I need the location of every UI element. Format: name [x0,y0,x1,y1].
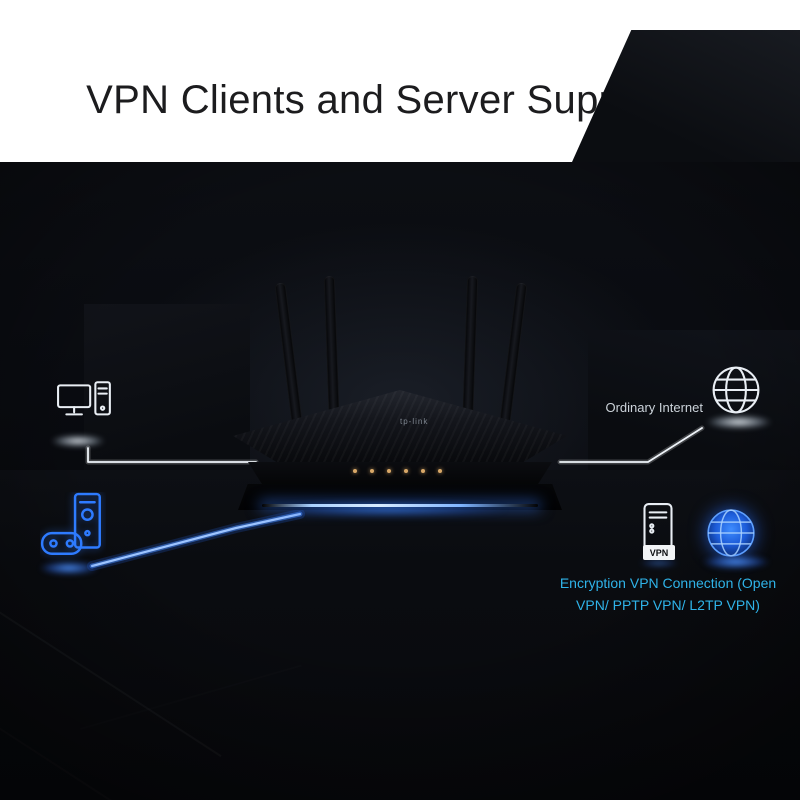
router-front-panel [248,462,552,486]
router-glow-line [262,504,538,507]
router-led [438,469,442,473]
router-led [421,469,425,473]
glow-ellipse [700,414,778,430]
glow-ellipse [696,554,776,570]
router-brand-logo: tp-link [400,417,429,426]
encryption-caption-line1: Encryption VPN Connection (Open [559,575,777,591]
globe-icon [712,366,760,414]
vpn-tag-badge: VPN [643,545,675,560]
dark-scene: tp-link [0,162,800,800]
router-led [370,469,374,473]
gaming-pc-gamepad-icon [40,492,101,555]
glow-ellipse [34,560,104,576]
desktop-computer-icon [57,381,111,416]
globe-blue-icon [707,509,755,557]
router-led [353,469,357,473]
glow-ellipse [636,558,682,568]
router-led [387,469,391,473]
ordinary-internet-label: Ordinary Internet [605,400,703,415]
glow-ellipse [46,434,110,448]
router-led-row [353,469,442,473]
background-wedge [572,30,800,162]
encryption-caption-line2: VPN/ PPTP VPN/ L2TP VPN) [576,597,760,613]
encryption-caption: Encryption VPN Connection (Open VPN/ PPT… [552,572,784,616]
router-led [404,469,408,473]
background-panel-left [84,304,250,472]
